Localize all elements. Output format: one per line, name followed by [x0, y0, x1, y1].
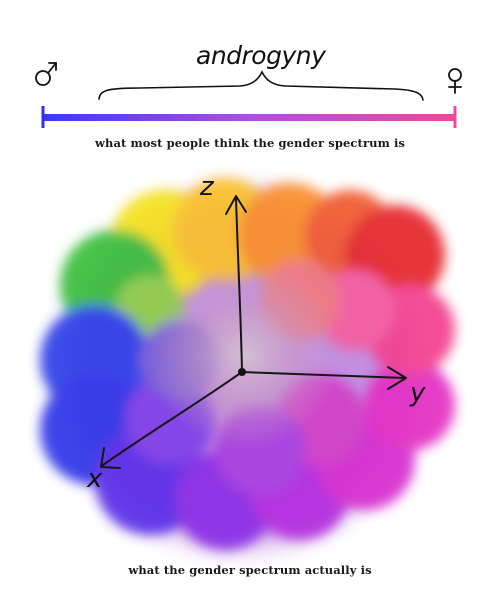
x-axis-label: x — [87, 464, 103, 494]
female-symbol-icon — [448, 68, 462, 94]
androgyny-brace — [98, 70, 424, 101]
axes-origin — [238, 368, 246, 376]
y-axis-label: y — [410, 378, 426, 408]
bottom-caption: what the gender spectrum actually is — [128, 563, 372, 577]
y-axis — [241, 371, 406, 379]
male-symbol-icon — [35, 62, 57, 86]
top-caption: what most people think the gender spectr… — [94, 136, 405, 150]
androgyny-label: androgyny — [196, 41, 326, 70]
x-arrowhead — [100, 447, 121, 469]
spectrum-blob — [40, 178, 455, 550]
z-arrowhead — [225, 195, 247, 215]
z-axis-label: z — [200, 172, 214, 202]
axes — [100, 195, 407, 469]
x-axis — [102, 371, 243, 466]
y-arrowhead — [387, 366, 407, 390]
spectrum-bar — [42, 114, 456, 121]
z-axis — [235, 197, 243, 373]
